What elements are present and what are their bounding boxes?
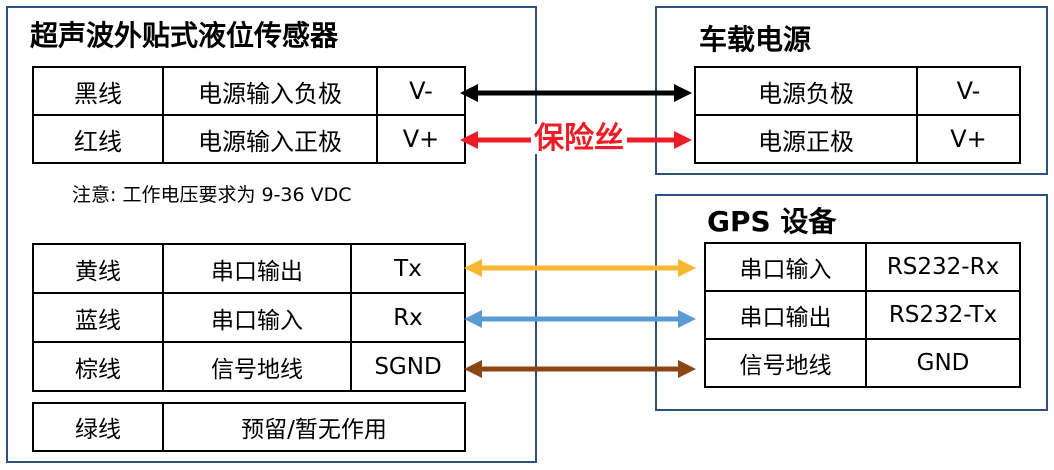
- table-row: 信号地线 GND: [704, 338, 1021, 388]
- signal-cell: Rx: [350, 292, 466, 343]
- wire-color-cell: 红线: [32, 114, 164, 164]
- signal-cell: RS232-Rx: [865, 242, 1021, 292]
- black-wire-arrow: [460, 84, 692, 102]
- function-cell: 电源输入正极: [162, 114, 378, 164]
- table-row: 电源负极 V-: [694, 66, 1021, 116]
- function-cell: 串口输出: [162, 243, 352, 294]
- signal-cell: V+: [916, 114, 1021, 164]
- blue-wire-arrow: [464, 310, 696, 328]
- table-row: 红线 电源输入正极 V+: [32, 114, 466, 164]
- sensor-power-table: 黑线 电源输入负极 V- 红线 电源输入正极 V+: [32, 66, 466, 164]
- wire-color-cell: 黑线: [32, 66, 164, 116]
- table-row: 黄线 串口输出 Tx: [32, 243, 466, 294]
- signal-cell: RS232-Tx: [865, 290, 1021, 340]
- function-cell: 串口输入: [704, 242, 867, 292]
- signal-cell: SGND: [350, 341, 466, 392]
- sensor-panel: 超声波外贴式液位传感器 黑线 电源输入负极 V- 红线 电源输入正极 V+ 注意…: [6, 6, 537, 463]
- yellow-wire-arrow: [464, 259, 696, 277]
- signal-cell: GND: [865, 338, 1021, 388]
- wire-color-cell: 蓝线: [32, 292, 164, 343]
- brown-wire-arrow: [464, 360, 696, 378]
- gps-title: GPS 设备: [707, 205, 837, 238]
- function-cell: 电源正极: [694, 114, 918, 164]
- table-row: 蓝线 串口输入 Rx: [32, 292, 466, 343]
- function-cell: 信号地线: [162, 341, 352, 392]
- wire-color-cell: 黄线: [32, 243, 164, 294]
- function-cell: 电源负极: [694, 66, 918, 116]
- function-cell: 信号地线: [704, 338, 867, 388]
- vehicle-power-title: 车载电源: [699, 23, 812, 56]
- wire-color-cell: 绿线: [32, 402, 164, 452]
- function-cell: 串口输入: [162, 292, 352, 343]
- sensor-reserved-table: 绿线 预留/暂无作用: [32, 402, 466, 452]
- signal-cell: V-: [916, 66, 1021, 116]
- fuse-label: 保险丝: [531, 124, 627, 154]
- signal-cell: V-: [376, 66, 466, 116]
- function-cell: 预留/暂无作用: [162, 402, 466, 452]
- table-row: 串口输出 RS232-Tx: [704, 290, 1021, 340]
- voltage-note: 注意: 工作电压要求为 9-36 VDC: [72, 184, 352, 206]
- signal-cell: V+: [376, 114, 466, 164]
- signal-cell: Tx: [350, 243, 466, 294]
- wire-color-cell: 棕线: [32, 341, 164, 392]
- function-cell: 串口输出: [704, 290, 867, 340]
- table-row: 电源正极 V+: [694, 114, 1021, 164]
- gps-table: 串口输入 RS232-Rx 串口输出 RS232-Tx 信号地线 GND: [704, 242, 1021, 388]
- function-cell: 电源输入负极: [162, 66, 378, 116]
- sensor-title: 超声波外贴式液位传感器: [30, 19, 339, 52]
- gps-panel: GPS 设备 串口输入 RS232-Rx 串口输出 RS232-Tx 信号地线 …: [655, 194, 1048, 411]
- sensor-serial-table: 黄线 串口输出 Tx 蓝线 串口输入 Rx 棕线 信号地线 SGND: [32, 243, 466, 392]
- table-row: 棕线 信号地线 SGND: [32, 341, 466, 392]
- table-row: 黑线 电源输入负极 V-: [32, 66, 466, 116]
- table-row: 绿线 预留/暂无作用: [32, 402, 466, 452]
- vehicle-power-table: 电源负极 V- 电源正极 V+: [694, 66, 1021, 164]
- vehicle-power-panel: 车载电源 电源负极 V- 电源正极 V+: [655, 6, 1048, 175]
- table-row: 串口输入 RS232-Rx: [704, 242, 1021, 292]
